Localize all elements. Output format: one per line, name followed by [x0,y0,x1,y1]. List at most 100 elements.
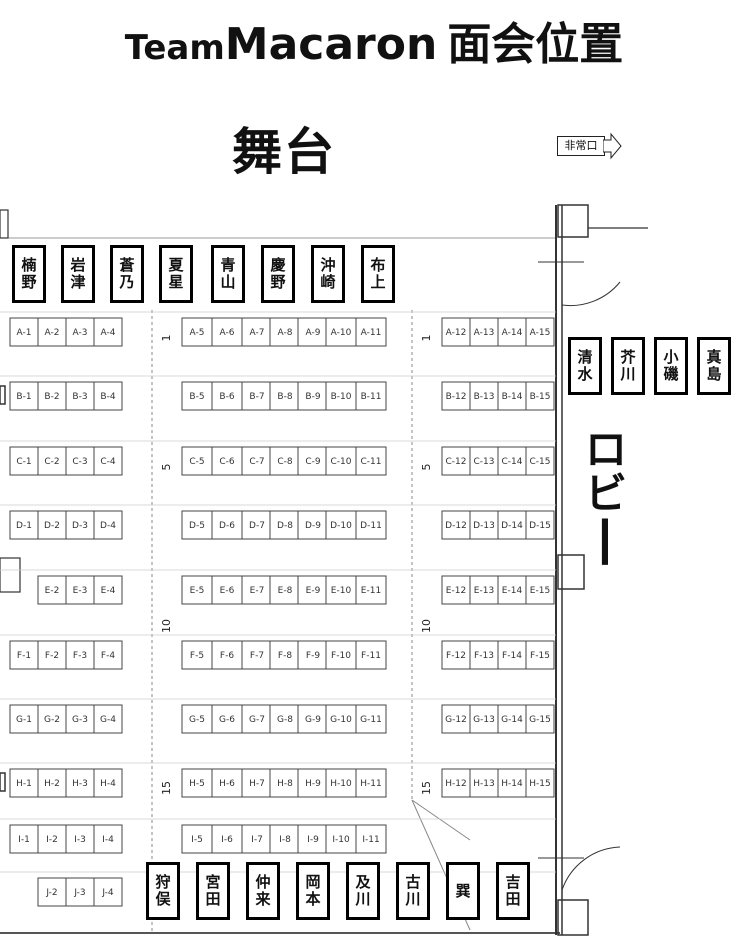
seat [469,704,499,734]
seat-label: A-13 [474,328,495,338]
seat-label: B-8 [277,392,292,402]
name-char: 狩 [155,873,171,891]
name-char: 真 [706,348,722,366]
seat-label: C-5 [189,457,204,467]
seat-label: E-15 [530,586,550,596]
seat-label: E-13 [474,586,494,596]
name-char: 田 [205,890,221,908]
name-char: 夏 [168,256,184,274]
seat [65,446,95,476]
seat-label: B-14 [502,392,523,402]
seat [297,824,329,854]
seat-label: C-1 [16,457,31,467]
seat [211,768,243,798]
seat-label: C-13 [474,457,495,467]
lobby-char: | [594,511,616,565]
name-char: 沖 [320,256,336,274]
seat [181,640,213,670]
seat-label: H-12 [445,779,466,789]
row-number: 5 [420,464,433,471]
seat-label: D-7 [249,521,265,531]
seat [269,381,301,411]
seat [469,317,499,347]
seat-label: A-12 [446,328,467,338]
name-box-top: 岩津 [61,245,95,303]
seat [241,575,273,605]
seat-label: H-13 [473,779,494,789]
seat [355,704,387,734]
seat-label: H-5 [189,779,205,789]
name-char: 宮 [205,873,221,891]
seat-label: D-1 [16,521,32,531]
seat-label: G-13 [473,715,495,725]
name-char: 吉 [505,873,521,891]
seat [469,446,499,476]
row-number: 15 [160,781,173,795]
seat-label: C-2 [44,457,59,467]
seat-label: G-9 [305,715,321,725]
seat-label: C-14 [502,457,523,467]
row-number: 15 [420,781,433,795]
seat-label: F-10 [331,651,351,661]
seat-label: F-11 [361,651,381,661]
seat [93,824,123,854]
name-char: 野 [21,273,37,291]
seat-label: B-15 [530,392,551,402]
seat-label: I-2 [46,835,58,845]
seat-label: A-2 [45,328,60,338]
seat [355,510,387,540]
seat-label: B-11 [361,392,382,402]
pillar [557,204,589,238]
seat-label: E-12 [446,586,466,596]
exit-label: 非常口 [557,136,605,156]
seat [297,381,329,411]
seat-label: F-14 [502,651,522,661]
name-char: 岡 [305,873,321,891]
row-number: 10 [420,619,433,633]
name-char: 巽 [455,881,471,900]
seat [497,317,527,347]
seat-label: A-6 [220,328,235,338]
seat-label: C-11 [361,457,382,467]
seat-label: B-2 [44,392,59,402]
seat-label: C-12 [446,457,467,467]
seat [525,768,555,798]
seat-label: F-6 [220,651,234,661]
seat [325,640,357,670]
seat [93,768,123,798]
name-char: 布 [370,256,386,274]
seat [211,510,243,540]
name-char: 川 [355,890,371,908]
name-char: 磯 [663,365,679,383]
name-char: 津 [70,273,86,291]
seat-label: D-14 [501,521,523,531]
seat-label: G-14 [501,715,523,725]
wall-mark [0,385,6,405]
seat-label: E-14 [502,586,523,596]
seat-label: H-1 [16,779,32,789]
name-char: 上 [370,273,386,291]
seat-label: E-11 [361,586,381,596]
name-char: 慶 [270,256,286,274]
name-box-bottom: 吉田 [496,862,530,920]
seat-label: B-1 [16,392,31,402]
seat [325,317,357,347]
name-char: 本 [305,890,321,908]
seat [297,510,329,540]
seat-label: I-4 [102,835,114,845]
seat [269,768,301,798]
seat-label: A-5 [190,328,205,338]
name-box-bottom: 狩俣 [146,862,180,920]
name-char: 俣 [155,890,171,908]
seat [355,575,387,605]
seat [497,381,527,411]
seat-label: H-2 [44,779,60,789]
seat-label: G-3 [72,715,88,725]
seat [93,510,123,540]
seat-label: I-11 [362,835,379,845]
seat [469,381,499,411]
seat-label: F-8 [278,651,292,661]
seat-label: F-12 [446,651,466,661]
seat-label: F-5 [190,651,204,661]
